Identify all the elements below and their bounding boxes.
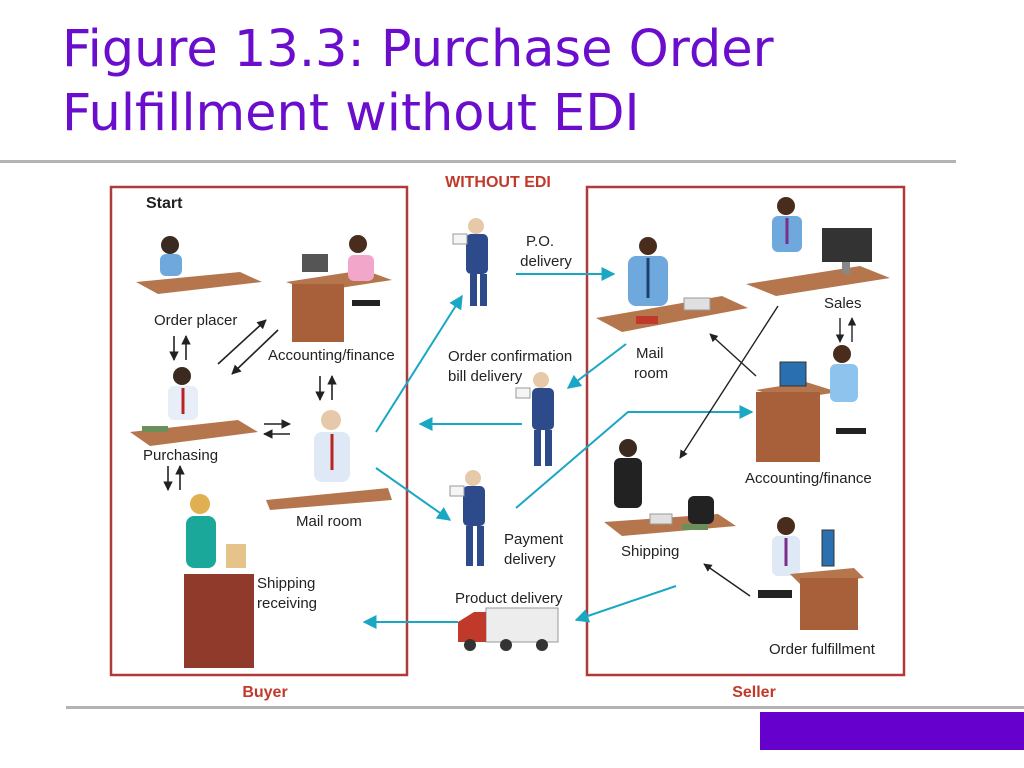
buyer-shipping-label-2: receiving xyxy=(257,595,317,612)
slide-title-line-2: Fulfillment without EDI xyxy=(62,84,640,143)
title-divider xyxy=(0,160,956,163)
seller-mailroom-label-1: Mail xyxy=(636,345,664,362)
footer-accent-bar xyxy=(760,712,1024,750)
payment-courier-figure xyxy=(449,470,485,566)
buyer-internal-arrows xyxy=(163,319,337,491)
sales-figure xyxy=(746,197,890,296)
seller-internal-arrows xyxy=(679,305,857,597)
payment-delivery-label-1: Payment xyxy=(504,531,564,548)
flow-arrows xyxy=(362,267,754,629)
order-fulfillment-label: Order fulfillment xyxy=(769,641,876,658)
buyer-mailroom-label: Mail room xyxy=(296,513,362,530)
order-placer-label: Order placer xyxy=(154,312,237,329)
seller-mailroom-label-2: room xyxy=(634,365,668,382)
order-confirmation-label-2: bill delivery xyxy=(448,368,523,385)
buyer-frame xyxy=(109,185,409,677)
seller-shipping-figure xyxy=(604,439,736,536)
delivery-truck-icon xyxy=(458,607,559,651)
order-confirmation-label-1: Order confirmation xyxy=(448,348,572,365)
order-fulfillment-figure xyxy=(758,517,864,630)
seller-accounting-figure xyxy=(756,345,866,462)
buyer-shipping-figure xyxy=(184,494,254,668)
payment-delivery-label-2: delivery xyxy=(504,551,556,568)
seller-shipping-label: Shipping xyxy=(621,543,679,560)
start-label: Start xyxy=(146,195,183,212)
buyer-shipping-label-1: Shipping xyxy=(257,575,315,592)
seller-accounting-label: Accounting/finance xyxy=(745,470,872,487)
slide-title-line-1: Figure 13.3: Purchase Order xyxy=(62,20,774,79)
seller-frame xyxy=(585,185,906,677)
po-delivery-label-1: P.O. xyxy=(526,233,554,250)
confirmation-courier-figure xyxy=(515,372,554,466)
seller-label: Seller xyxy=(732,684,776,701)
sales-label: Sales xyxy=(824,295,862,312)
purchasing-label: Purchasing xyxy=(143,447,218,464)
buyer-label: Buyer xyxy=(242,684,287,701)
product-delivery-label: Product delivery xyxy=(455,590,563,607)
diagram-header: WITHOUT EDI xyxy=(445,174,551,191)
buyer-accounting-label: Accounting/finance xyxy=(268,347,395,364)
seller-mailroom-figure xyxy=(596,237,748,332)
footer-divider xyxy=(66,706,1024,709)
order-placer-figure xyxy=(136,236,262,294)
buyer-accounting-figure xyxy=(286,235,392,342)
po-delivery-label-2: delivery xyxy=(520,253,572,270)
buyer-mailroom-figure xyxy=(266,410,392,510)
slide-title: Figure 13.3: Purchase Order Fulfillment … xyxy=(62,18,962,146)
po-courier-figure xyxy=(452,218,488,306)
purchasing-figure xyxy=(130,367,258,446)
